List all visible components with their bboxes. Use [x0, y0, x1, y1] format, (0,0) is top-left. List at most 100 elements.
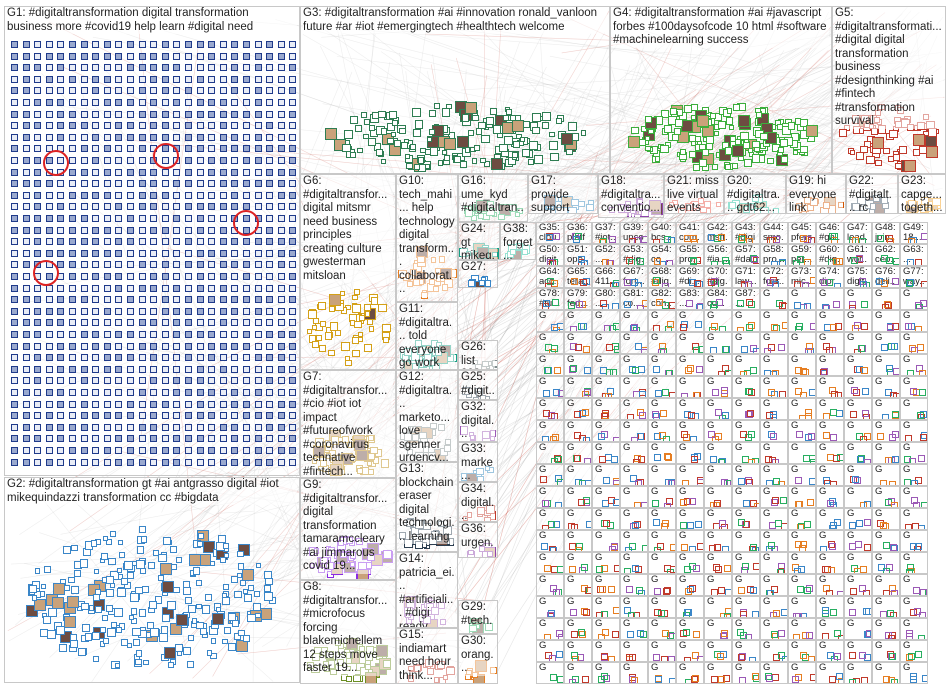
node	[69, 191, 76, 199]
node	[277, 41, 285, 48]
node	[57, 342, 65, 350]
node	[830, 609, 838, 617]
node	[67, 576, 75, 584]
node	[92, 226, 100, 234]
group-label: G	[763, 289, 785, 299]
node	[161, 377, 169, 385]
node	[254, 319, 262, 327]
node	[173, 133, 181, 141]
node	[117, 588, 127, 598]
node	[231, 575, 239, 583]
node	[289, 87, 297, 95]
node	[266, 354, 274, 362]
node	[92, 75, 100, 83]
node	[266, 307, 274, 315]
edge	[478, 37, 648, 499]
node	[628, 542, 636, 550]
node	[22, 133, 30, 141]
node	[859, 280, 867, 287]
node	[103, 203, 111, 211]
node	[127, 99, 134, 106]
node	[22, 307, 30, 315]
node	[277, 99, 285, 106]
node	[772, 478, 780, 485]
node	[581, 564, 589, 572]
node	[164, 647, 177, 660]
node	[115, 365, 123, 373]
group-label: G	[595, 597, 617, 607]
group-label: G	[847, 663, 869, 673]
node	[133, 638, 140, 646]
node	[69, 168, 76, 176]
node	[80, 296, 88, 304]
group-label: G9: #digitaltransfor... digital transfor…	[303, 479, 393, 574]
node	[115, 458, 123, 466]
group-label: G	[707, 575, 729, 585]
node	[196, 342, 204, 350]
node	[185, 203, 192, 211]
node	[192, 567, 201, 575]
node	[822, 432, 830, 440]
group-label: G	[651, 531, 673, 541]
node	[223, 626, 232, 635]
node	[57, 215, 65, 222]
node	[738, 114, 751, 127]
node	[34, 307, 42, 315]
group-panel-small: G	[788, 530, 816, 552]
group-panel-small: G	[620, 596, 648, 618]
node	[11, 307, 18, 315]
node	[254, 238, 262, 246]
group-panel-small: G	[676, 662, 704, 684]
group-panel-small: G	[676, 332, 704, 354]
node	[69, 423, 76, 431]
node	[208, 435, 216, 443]
group-label: G	[679, 553, 701, 563]
node	[653, 258, 661, 265]
node	[744, 281, 752, 287]
node	[11, 412, 18, 420]
group-panel-small: G	[900, 640, 928, 662]
node	[219, 180, 227, 188]
node	[549, 131, 555, 138]
node	[714, 500, 721, 507]
group-label: G	[539, 663, 561, 673]
node	[254, 99, 262, 106]
node	[861, 366, 869, 374]
group-panel-small: G45: pfers...	[788, 222, 816, 244]
node	[208, 458, 216, 466]
group-panel-small: G	[536, 552, 564, 574]
node	[724, 564, 731, 572]
node	[103, 238, 111, 246]
node	[390, 132, 396, 138]
group-panel-small: G	[564, 508, 592, 530]
node	[350, 116, 358, 124]
group-label: G	[707, 355, 729, 365]
node	[683, 565, 691, 573]
node	[799, 235, 807, 243]
group-panel-small: G83: ...	[676, 288, 704, 310]
group-panel-small: G	[760, 288, 788, 310]
node	[490, 157, 503, 170]
node	[739, 676, 747, 683]
node	[849, 411, 857, 419]
node	[34, 99, 42, 106]
group-panel-small: G	[564, 376, 592, 398]
node	[266, 75, 274, 83]
node	[231, 619, 239, 627]
node	[150, 284, 158, 292]
node	[266, 191, 274, 199]
node	[662, 388, 670, 396]
node	[426, 136, 433, 142]
group-label: G	[763, 597, 785, 607]
node	[115, 122, 123, 130]
node	[684, 608, 692, 616]
node	[127, 458, 134, 466]
node	[150, 203, 158, 211]
node	[277, 331, 285, 338]
node	[80, 110, 88, 118]
node	[848, 678, 856, 683]
group-panel-small: G43: #digi...	[732, 222, 760, 244]
group-panel-small: G	[760, 310, 788, 332]
node	[798, 565, 806, 573]
group-panel-small: G	[536, 442, 564, 464]
